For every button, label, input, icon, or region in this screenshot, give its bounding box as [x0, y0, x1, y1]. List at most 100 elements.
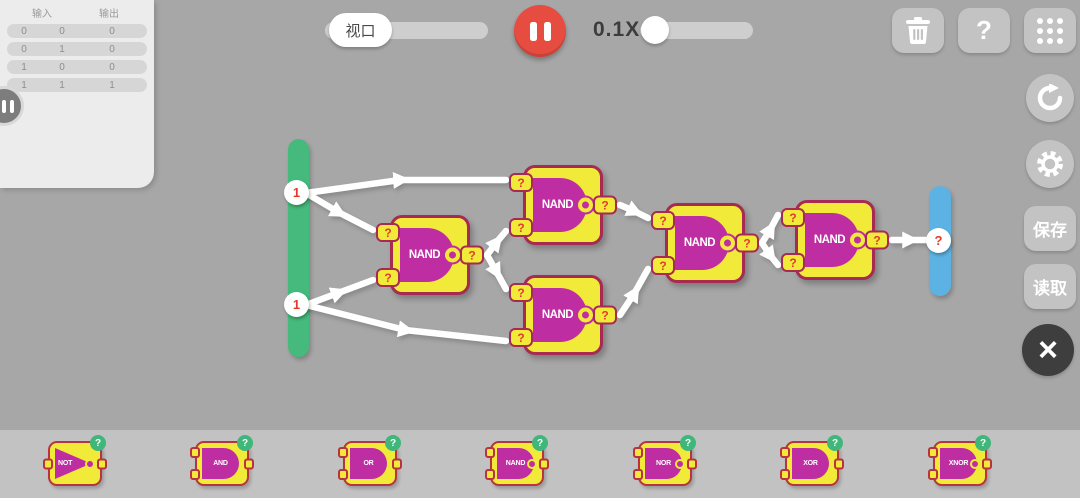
- palette-gate-and[interactable]: AND ?: [190, 435, 254, 486]
- pause-icon: [10, 99, 14, 113]
- question-badge: ?: [90, 435, 106, 451]
- palette-gate-xor[interactable]: XOR ?: [780, 435, 844, 486]
- pause-icon: [2, 99, 6, 113]
- nand-gate-shape: NAND: [400, 228, 460, 282]
- apps-grid-button[interactable]: [1024, 8, 1076, 53]
- gate-input-port[interactable]: ?: [509, 328, 533, 347]
- gate-input-port[interactable]: ?: [376, 268, 400, 287]
- gate-output-port[interactable]: ?: [865, 230, 889, 250]
- nand-gate-2[interactable]: ? ? NAND ?: [509, 165, 617, 245]
- inversion-bubble-icon: [675, 458, 685, 469]
- gate-input-port[interactable]: ?: [781, 208, 805, 227]
- cell: 1: [21, 61, 27, 73]
- settings-button[interactable]: [1026, 140, 1074, 188]
- wire: [616, 200, 652, 222]
- cell: 0: [21, 25, 27, 37]
- inversion-bubble-icon: [578, 197, 593, 213]
- wire: [302, 301, 510, 345]
- table-row: 0 1 0: [7, 42, 147, 56]
- cell: 0: [109, 61, 115, 73]
- question-badge: ?: [237, 435, 253, 451]
- xor-gate-icon: XOR: [792, 448, 829, 479]
- wire: [483, 227, 510, 259]
- table-row: 1 1 1: [7, 78, 147, 92]
- cell: 0: [109, 43, 115, 55]
- help-button[interactable]: ?: [958, 8, 1010, 53]
- gate-input-port[interactable]: ?: [781, 253, 805, 272]
- nand-gate-4[interactable]: ? ? NAND ?: [651, 203, 759, 283]
- gate-label: NAND: [541, 199, 574, 211]
- nand-gate-5[interactable]: ? ? NAND ?: [781, 200, 889, 280]
- nand-gate-shape: NAND: [533, 178, 593, 232]
- grid-icon: [1037, 17, 1063, 44]
- load-button[interactable]: 读取: [1024, 264, 1076, 309]
- input-header: 输入: [32, 9, 52, 20]
- gate-output-port[interactable]: ?: [460, 245, 484, 265]
- output-header: 输出: [99, 9, 119, 20]
- input-node-1[interactable]: 1: [284, 180, 309, 205]
- wire: [758, 239, 782, 269]
- gate-label: NAND: [541, 309, 574, 321]
- truth-table-header: 输入 输出: [6, 5, 148, 20]
- cell: 0: [109, 25, 115, 37]
- question-mark-icon: ?: [976, 15, 992, 45]
- cell: 0: [59, 25, 65, 37]
- inversion-bubble-icon: [720, 235, 735, 251]
- gate-output-port[interactable]: ?: [593, 305, 617, 325]
- gate-input-port[interactable]: ?: [509, 218, 533, 237]
- trash-button[interactable]: [892, 8, 944, 53]
- palette-gate-not[interactable]: NOT ?: [43, 435, 107, 486]
- wire: [302, 276, 377, 309]
- speed-label: 0.1X: [593, 18, 641, 41]
- palette-gate-nand[interactable]: NAND ?: [485, 435, 549, 486]
- palette-gate-or[interactable]: OR ?: [338, 435, 402, 486]
- inversion-bubble-icon: [578, 307, 593, 323]
- gate-output-port[interactable]: ?: [735, 233, 759, 253]
- speed-slider-handle[interactable]: [641, 16, 669, 44]
- question-badge: ?: [827, 435, 843, 451]
- palette-gate-nor[interactable]: NOR ?: [633, 435, 697, 486]
- nand-gate-shape: NAND: [533, 288, 593, 342]
- gate-input-port[interactable]: ?: [509, 173, 533, 192]
- cell: 1: [59, 43, 65, 55]
- question-badge: ?: [385, 435, 401, 451]
- inversion-bubble-icon: [850, 232, 865, 248]
- inversion-bubble-icon: [527, 458, 537, 469]
- nand-gate-shape: NAND: [675, 216, 735, 270]
- nand-gate-1[interactable]: ? ? NAND ?: [376, 215, 484, 295]
- gate-input-port[interactable]: ?: [651, 211, 675, 230]
- refresh-icon: [1037, 84, 1063, 111]
- save-button[interactable]: 保存: [1024, 206, 1076, 251]
- viewport-slider-handle[interactable]: 视口: [329, 13, 392, 47]
- and-gate-icon: AND: [202, 448, 239, 479]
- or-gate-icon: OR: [350, 448, 387, 479]
- pause-icon: [543, 21, 551, 41]
- pause-button[interactable]: [514, 5, 566, 57]
- gate-input-port[interactable]: ?: [651, 256, 675, 275]
- cell: 1: [59, 79, 65, 91]
- gate-palette: NOT ? AND ? OR ? NAND ?: [0, 430, 1080, 498]
- inversion-bubble-icon: [970, 458, 980, 469]
- question-badge: ?: [680, 435, 696, 451]
- cell: 0: [21, 43, 27, 55]
- cell: 0: [59, 61, 65, 73]
- output-node[interactable]: ?: [926, 228, 951, 253]
- gate-input-port[interactable]: ?: [376, 223, 400, 242]
- inversion-bubble-icon: [85, 458, 95, 469]
- gate-label: NAND: [813, 234, 846, 246]
- close-button[interactable]: ×: [1022, 324, 1074, 376]
- wire: [302, 189, 377, 234]
- wire: [616, 265, 652, 319]
- table-row: 1 0 0: [7, 60, 147, 74]
- gate-output-port[interactable]: ?: [593, 195, 617, 215]
- palette-gate-xnor[interactable]: XNOR ?: [928, 435, 992, 486]
- gate-input-port[interactable]: ?: [509, 283, 533, 302]
- pause-icon: [529, 21, 537, 41]
- wire: [302, 172, 510, 197]
- table-row: 0 0 0: [7, 24, 147, 38]
- input-node-2[interactable]: 1: [284, 292, 309, 317]
- nand-gate-3[interactable]: ? ? NAND ?: [509, 275, 617, 355]
- refresh-button[interactable]: [1026, 74, 1074, 122]
